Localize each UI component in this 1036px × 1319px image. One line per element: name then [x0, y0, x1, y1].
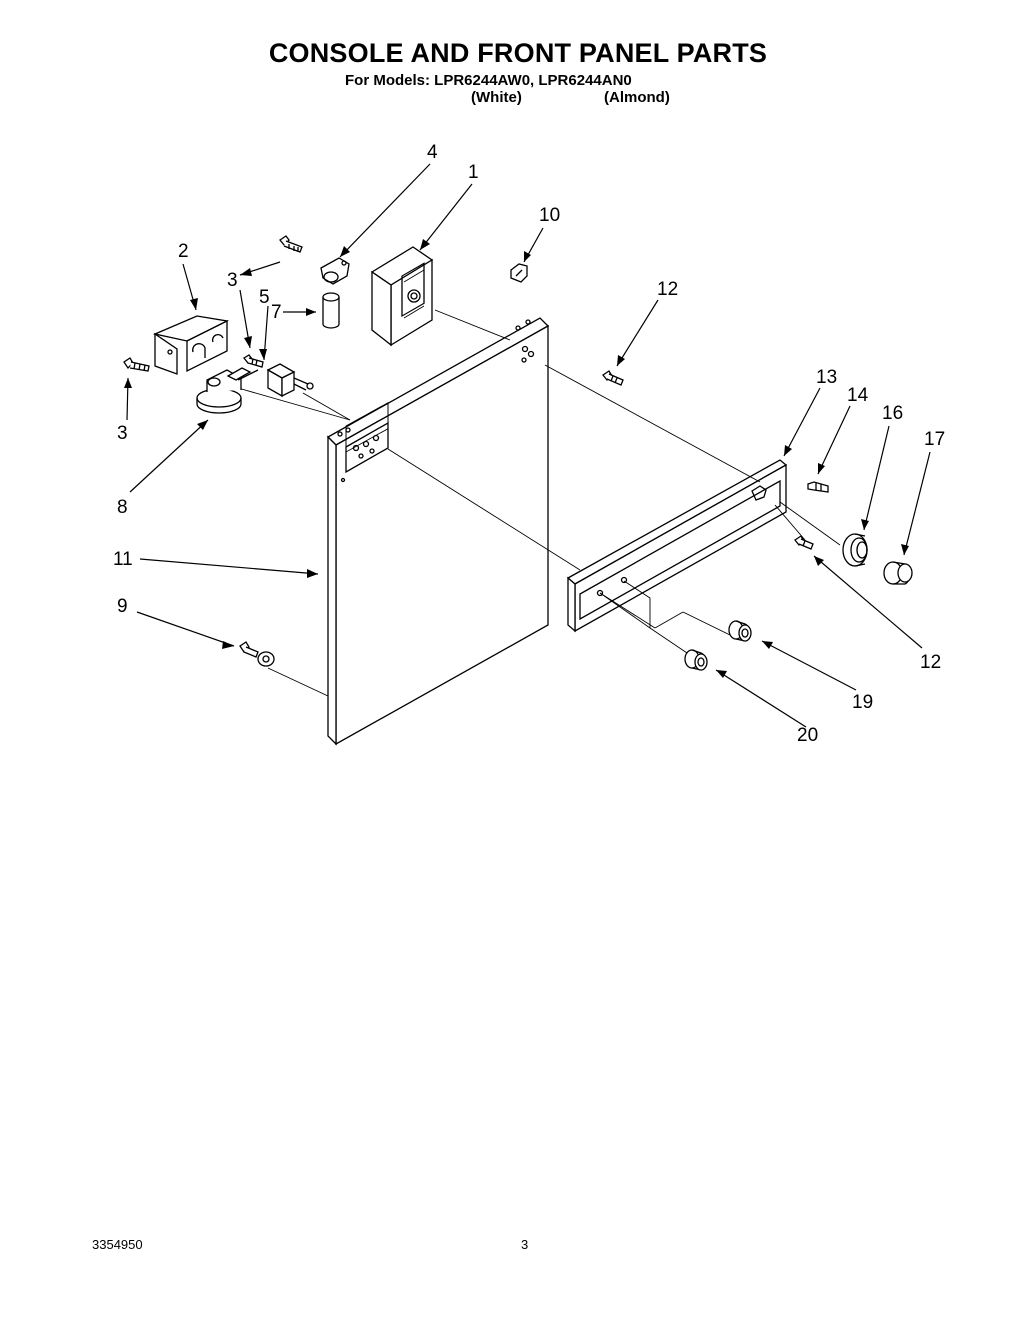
- page-title: CONSOLE AND FRONT PANEL PARTS: [268, 38, 768, 68]
- knob-clip: [510, 263, 528, 283]
- push-button-lower: [684, 649, 708, 671]
- leader-lines: [126, 163, 931, 728]
- variant-almond: (Almond): [604, 89, 670, 106]
- control-knob: [883, 561, 913, 585]
- front-panel: [326, 317, 550, 746]
- callout-12-lower: 12: [920, 652, 941, 673]
- document-number: 3354950: [92, 1237, 143, 1252]
- screw-upper-right: [602, 370, 624, 386]
- screw-lower-right: [794, 535, 814, 550]
- callout-9: 9: [117, 596, 128, 617]
- callout-labels: 4 1 10 2 3 5 7 3 8 11 9 12 13 14 16 17 1…: [113, 142, 945, 746]
- callout-2: 2: [178, 241, 189, 262]
- callout-16: 16: [882, 403, 903, 424]
- page-number: 3: [521, 1237, 529, 1252]
- callout-1: 1: [468, 162, 479, 183]
- bushing: [322, 292, 340, 329]
- callout-7: 7: [271, 302, 282, 323]
- assembly-guide-lines: [237, 309, 841, 697]
- callout-8: 8: [117, 497, 128, 518]
- wire-clamp: [320, 257, 350, 285]
- callout-11: 11: [113, 549, 133, 570]
- knob-skirt: [842, 533, 868, 567]
- callout-19: 19: [852, 692, 873, 713]
- variant-white: (White): [471, 89, 522, 106]
- leader-arrowheads: [124, 239, 909, 678]
- callout-3-upper: 3: [227, 270, 238, 291]
- screw-left: [123, 357, 150, 372]
- mounting-bracket: [152, 315, 230, 375]
- callout-4: 4: [427, 142, 438, 163]
- models-line: For Models: LPR6244AW0, LPR6244AN0: [345, 72, 632, 89]
- pressure-switch: [196, 367, 259, 414]
- push-button-upper: [728, 620, 752, 642]
- control-panel: [566, 459, 788, 633]
- callout-5: 5: [259, 287, 270, 308]
- terminal-block: [266, 363, 314, 398]
- switch-housing: [370, 246, 434, 347]
- screw-top: [279, 235, 303, 253]
- button-pin: [807, 481, 829, 493]
- callout-3-lower: 3: [117, 423, 128, 444]
- callout-10: 10: [539, 205, 560, 226]
- callout-12-upper: 12: [657, 279, 678, 300]
- callout-17: 17: [924, 429, 945, 450]
- callout-20: 20: [797, 725, 818, 746]
- panel-screw: [239, 641, 275, 667]
- screw-middle: [243, 354, 264, 368]
- callout-14: 14: [847, 385, 869, 406]
- callout-13: 13: [816, 367, 837, 388]
